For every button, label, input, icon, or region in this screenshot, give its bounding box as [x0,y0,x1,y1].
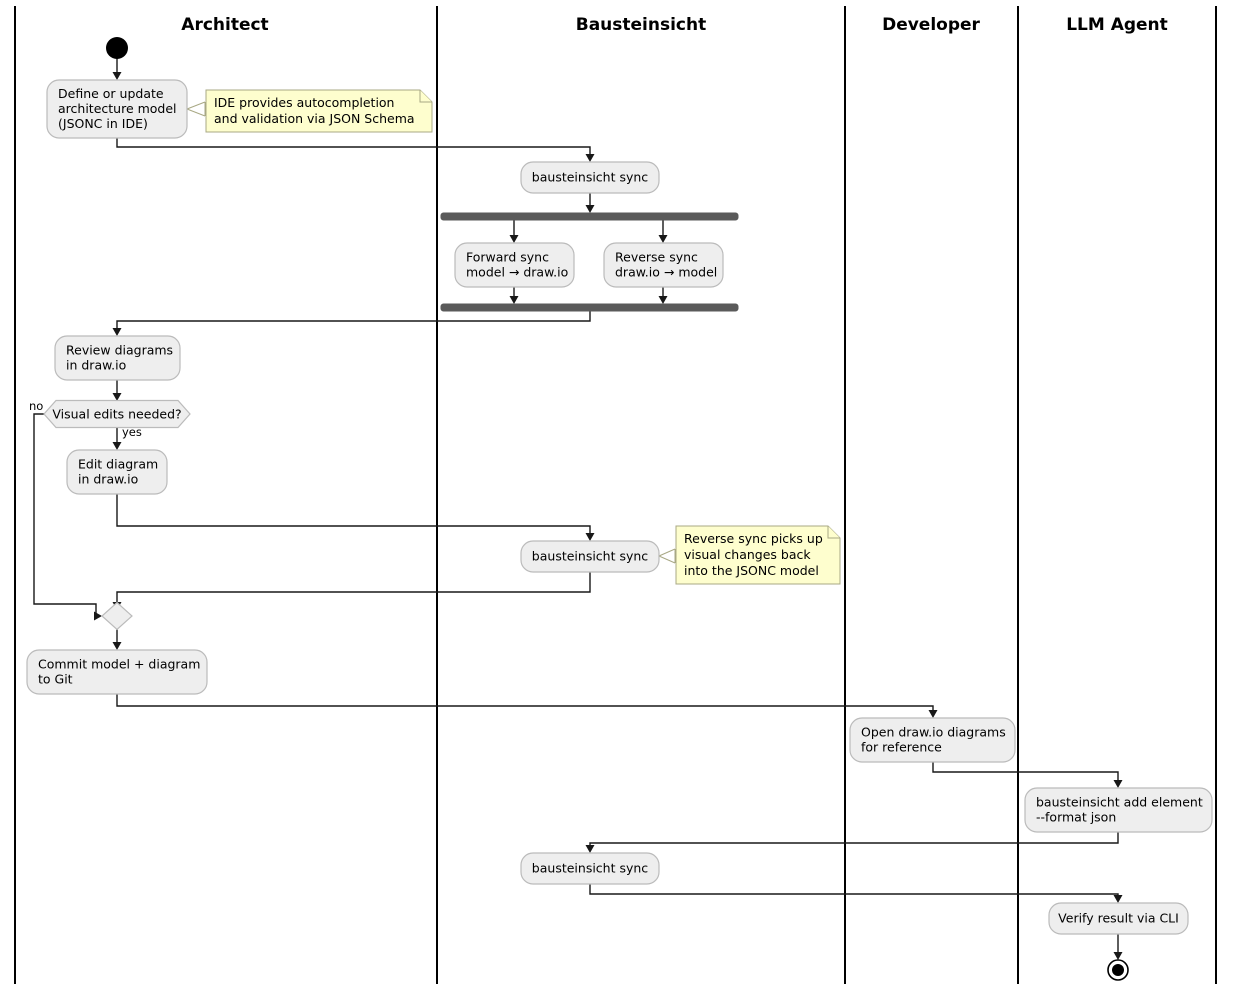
decision-visual-edits-needed-label: Visual edits needed? [52,407,181,422]
edge-edit-to-sync2 [116,493,591,536]
note-ide-autocompletion-line-0: IDE provides autocompletion [214,95,394,110]
activity-bausteinsicht-add-element[interactable]: bausteinsicht add element--format json [1024,787,1213,833]
edge-join-to-review [116,310,591,331]
activity-reverse-sync-line-0: Reverse sync [615,250,698,265]
edge-sync2-to-merge [116,571,591,605]
end-node [1107,959,1129,981]
edge-define-to-sync1-arrowhead [585,154,595,162]
activity-edit-diagram-line-0: Edit diagram [78,457,158,472]
edge-sync3-to-verify [589,883,1119,898]
activity-bausteinsicht-sync-2[interactable]: bausteinsicht sync [520,540,660,573]
fork-bar [440,212,739,221]
note-ide-autocompletion-line-1: and validation via JSON Schema [214,111,415,126]
edge-fork-to-reverse-arrowhead [658,235,668,243]
activity-bausteinsicht-sync-3-line-0: bausteinsicht sync [532,861,649,876]
edge-forward-to-join-arrowhead [509,296,519,304]
activity-commit-model-line-1: to Git [38,672,73,687]
activity-edit-diagram-line-1: in draw.io [78,472,138,487]
start-node [106,37,128,59]
activity-verify-result-line-0: Verify result via CLI [1058,911,1179,926]
fork-join-bars [440,212,739,312]
lane-title-llm_agent: LLM Agent [1066,15,1168,35]
activity-verify-result[interactable]: Verify result via CLI [1048,902,1189,935]
activity-define-model-line-2: (JSONC in IDE) [58,116,148,131]
edge-commit-to-open-drawio-arrowhead [928,710,938,718]
activity-bausteinsicht-sync-1-line-0: bausteinsicht sync [532,170,649,185]
activity-define-model-line-1: architecture model [58,101,177,116]
edge-merge-to-commit-arrowhead [112,642,122,650]
swimlane-titles: Architect Bausteinsicht Developer LLM Agent [181,15,1168,35]
edge-define-to-sync1 [116,137,591,157]
lane-title-developer: Developer [882,15,980,35]
note-reverse-sync-visual-line-0: Reverse sync picks up [684,531,823,546]
activity-bausteinsicht-sync-2-line-0: bausteinsicht sync [532,549,649,564]
join-bar [440,303,739,312]
activity-review-diagrams-line-1: in draw.io [66,358,126,373]
edge-add-element-to-sync3-arrowhead [585,845,595,853]
note-reverse-sync-visual-line-1: visual changes back [684,547,811,562]
activity-bausteinsicht-sync-1[interactable]: bausteinsicht sync [520,161,660,194]
edge-add-element-to-sync3 [589,831,1119,848]
edge-open-drawio-to-add-element [932,761,1119,783]
edge-open-drawio-to-add-element-arrowhead [1113,780,1123,788]
merge-node [101,601,133,631]
lane-title-architect: Architect [181,15,268,35]
activity-open-drawio-line-0: Open draw.io diagrams [861,725,1006,740]
activity-define-model-line-0: Define or update [58,86,164,101]
edge-start-to-define-arrowhead [112,72,122,80]
edge-fork-to-forward-arrowhead [509,235,519,243]
decision-visual-edits-needed[interactable]: Visual edits needed? [43,399,191,429]
lane-title-bausteinsicht: Bausteinsicht [576,15,707,35]
edge-edit-to-sync2-arrowhead [585,533,595,541]
decision-branch-label-no: no [29,399,43,413]
activity-bausteinsicht-add-element-line-1: --format json [1036,810,1116,825]
edge-reverse-to-join-arrowhead [658,296,668,304]
activity-review-diagrams-line-0: Review diagrams [66,343,173,358]
decision-branch-label-yes: yes [122,425,142,439]
swimlane-dividers [14,6,1217,984]
edge-decision-no-to-merge [33,413,97,617]
edge-verify-to-end-arrowhead [1113,952,1123,960]
activity-bausteinsicht-add-element-line-0: bausteinsicht add element [1036,795,1203,810]
activity-open-drawio-line-1: for reference [861,740,942,755]
edge-decision-no-to-merge-arrowhead [94,611,102,621]
edge-commit-to-open-drawio [116,693,934,713]
edge-review-to-decision-arrowhead [112,393,122,401]
edge-sync3-to-verify-arrowhead [1113,895,1123,903]
activity-forward-sync-line-1: model → draw.io [466,265,568,280]
note-reverse-sync-visual-line-2: into the JSONC model [684,563,819,578]
edge-sync1-to-fork-arrowhead [585,205,595,213]
activity-commit-model-line-0: Commit model + diagram [38,657,200,672]
activity-forward-sync-line-0: Forward sync [466,250,549,265]
edges-layer [33,58,1123,960]
edge-decision-yes-to-edit-arrowhead [112,442,122,450]
activity-reverse-sync-line-1: draw.io → model [615,265,717,280]
activity-bausteinsicht-sync-3[interactable]: bausteinsicht sync [520,852,660,885]
edge-join-to-review-arrowhead [112,328,122,336]
